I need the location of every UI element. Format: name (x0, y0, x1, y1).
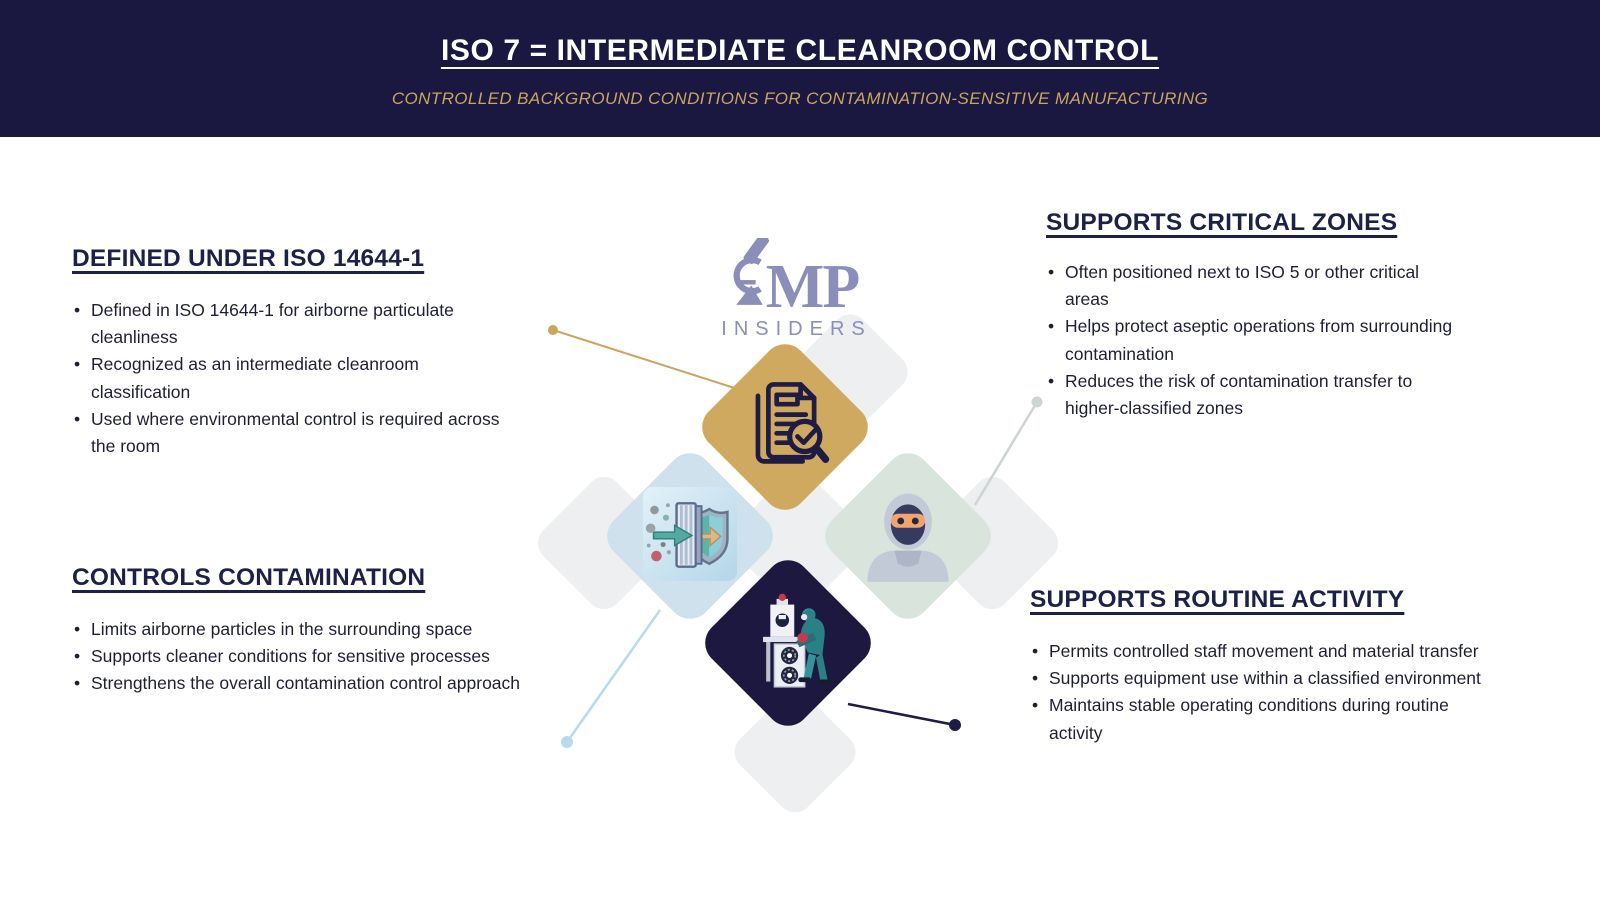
bullet-item: Helps protect aseptic operations from su… (1046, 313, 1466, 367)
equipment-technician-icon (736, 589, 840, 698)
bullet-item: Permits controlled staff movement and ma… (1030, 638, 1482, 665)
connector-routine-line (847, 702, 961, 731)
section-title: DEFINED UNDER ISO 14644-1 (72, 245, 425, 272)
page-title: ISO 7 = INTERMEDIATE CLEANROOM CONTROL (440, 34, 1160, 67)
section-controls-contamination: CONTROLS CONTAMINATION Limits airborne p… (72, 564, 524, 698)
diamond-document-review (693, 335, 877, 519)
bullet-item: Maintains stable operating conditions du… (1030, 692, 1482, 746)
diamond-equipment-operation (696, 551, 880, 735)
bullet-item: Strengthens the overall contamination co… (72, 670, 524, 697)
logo-text-main: MP (765, 253, 860, 322)
cleanroom-operator-icon (856, 482, 960, 591)
bullet-list: Permits controlled staff movement and ma… (1030, 638, 1482, 747)
section-supports-critical-zones: SUPPORTS CRITICAL ZONES Often positioned… (1046, 209, 1466, 422)
diamond-gowned-operator (816, 444, 1000, 628)
bullet-item: Often positioned next to ISO 5 or other … (1046, 259, 1466, 313)
section-title: CONTROLS CONTAMINATION (72, 564, 426, 591)
section-supports-routine-activity: SUPPORTS ROUTINE ACTIVITY Permits contro… (1030, 586, 1482, 747)
logo-text-sub: INSIDERS (721, 318, 872, 340)
bullet-item: Defined in ISO 14644-1 for airborne part… (72, 297, 502, 351)
bullet-item: Limits airborne particles in the surroun… (72, 616, 524, 643)
bullet-list: Defined in ISO 14644-1 for airborne part… (72, 297, 502, 460)
bullet-item: Reduces the risk of contamination transf… (1046, 368, 1466, 422)
bullet-item: Supports equipment use within a classifi… (1030, 665, 1482, 692)
bullet-list: Limits airborne particles in the surroun… (72, 616, 524, 698)
page-subtitle: CONTROLLED BACKGROUND CONDITIONS FOR CON… (391, 89, 1209, 108)
document-check-icon (733, 373, 837, 482)
connector-controls-line (561, 609, 662, 748)
bullet-item: Supports cleaner conditions for sensitiv… (72, 643, 524, 670)
bullet-list: Often positioned next to ISO 5 or other … (1046, 259, 1466, 422)
diamond-air-filtration (598, 444, 782, 628)
air-filter-icon (642, 486, 738, 587)
bullet-item: Used where environmental control is requ… (72, 406, 502, 460)
header-banner: ISO 7 = INTERMEDIATE CLEANROOM CONTROL C… (0, 0, 1600, 137)
section-title: SUPPORTS CRITICAL ZONES (1046, 209, 1398, 236)
gmp-insiders-logo: MP INSIDERS (714, 230, 872, 341)
section-title: SUPPORTS ROUTINE ACTIVITY (1030, 586, 1405, 613)
bullet-item: Recognized as an intermediate cleanroom … (72, 351, 502, 405)
section-defined-under-iso: DEFINED UNDER ISO 14644-1 Defined in ISO… (72, 245, 502, 460)
